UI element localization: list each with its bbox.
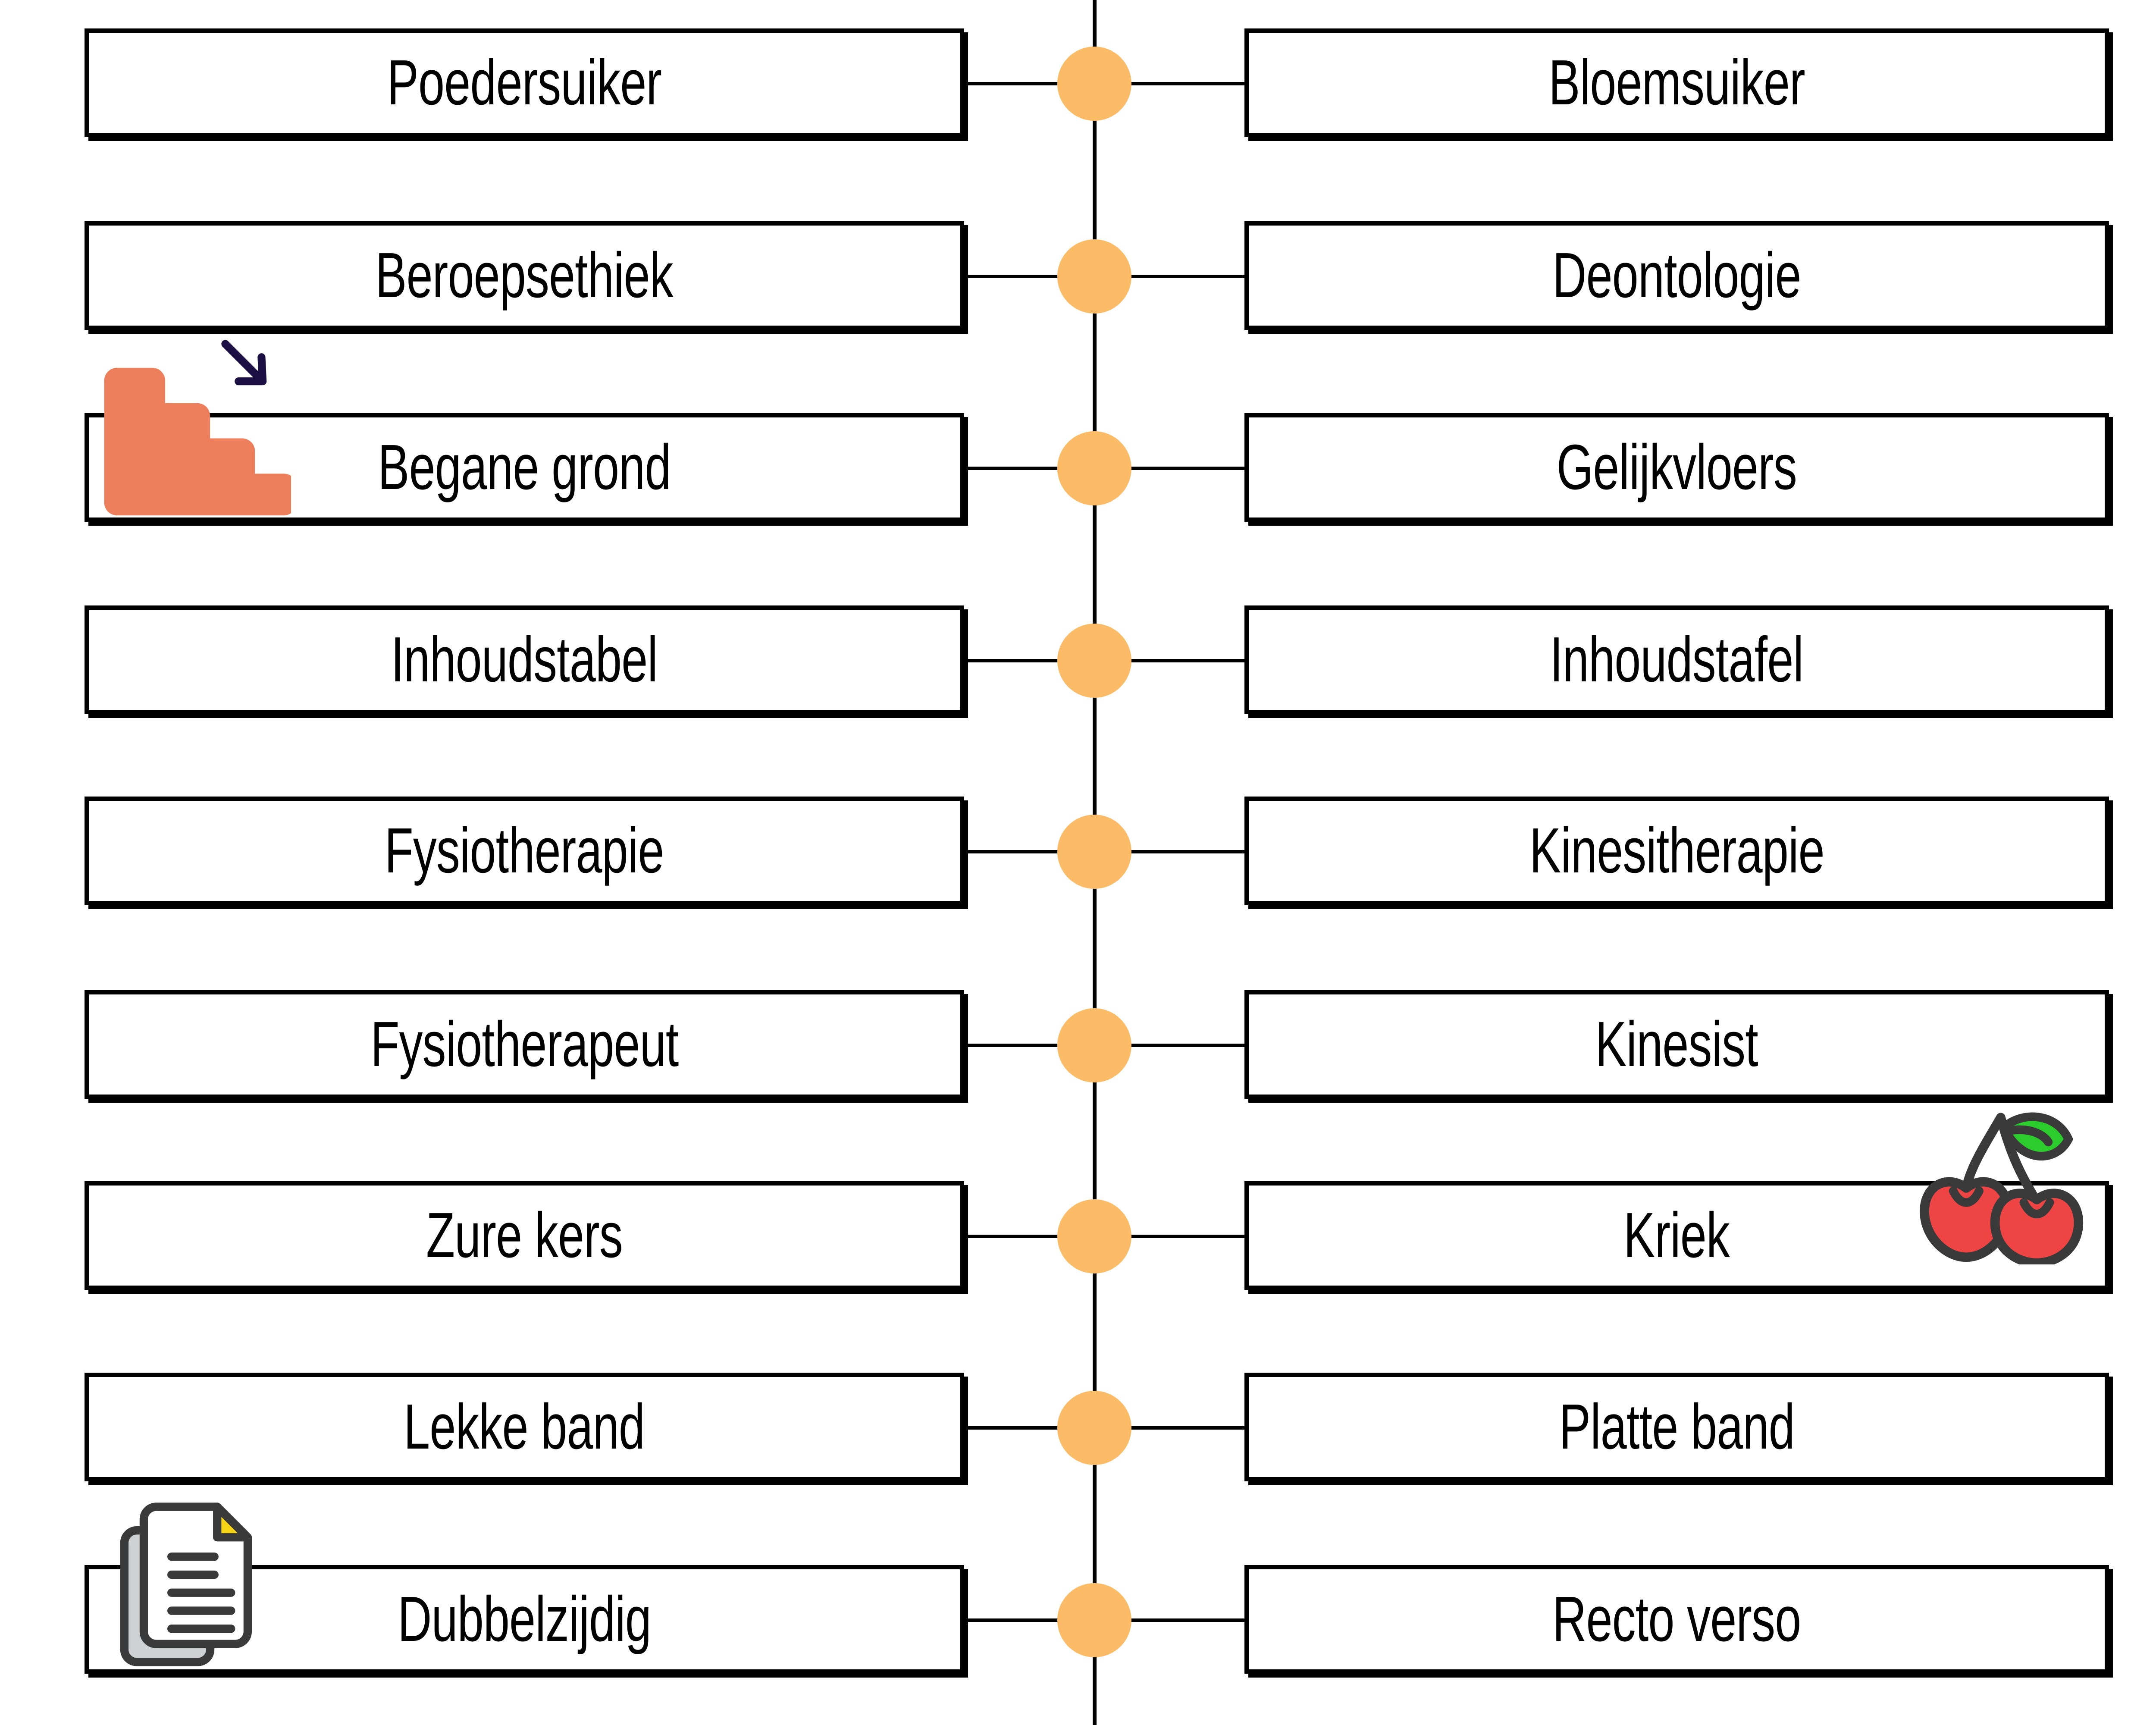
word-box-left[interactable]: Beroepsethiek: [85, 221, 964, 330]
connector-left: [966, 659, 1095, 662]
word-box-left[interactable]: Poedersuiker: [85, 28, 964, 137]
word-box-right[interactable]: Kriek: [1244, 1181, 2109, 1290]
word-pair-row: Fysiotherapeut Kinesist: [0, 990, 2156, 1102]
word-box-left[interactable]: Begane grond: [85, 413, 964, 522]
word-label-right: Kinesitherapie: [1529, 815, 1824, 886]
connector-node[interactable]: [1057, 47, 1131, 121]
word-pair-row: Zure kers Kriek: [0, 1181, 2156, 1293]
word-pair-row: Fysiotherapie Kinesitherapie: [0, 797, 2156, 909]
word-label-right: Deontologie: [1552, 240, 1801, 311]
connector-right: [1095, 1044, 1246, 1047]
word-label-right: Bloemsuiker: [1548, 47, 1805, 118]
word-box-right[interactable]: Kinesist: [1244, 990, 2109, 1099]
word-label-right: Recto verso: [1552, 1584, 1801, 1655]
connector-right: [1095, 1618, 1246, 1622]
connector-left: [966, 1235, 1095, 1238]
word-box-right[interactable]: Platte band: [1244, 1373, 2109, 1481]
connector-node[interactable]: [1057, 1008, 1131, 1082]
connector-left: [966, 275, 1095, 278]
word-box-left[interactable]: Fysiotherapeut: [85, 990, 964, 1099]
connector-node[interactable]: [1057, 1199, 1131, 1273]
connector-node[interactable]: [1057, 1391, 1131, 1465]
word-label-left: Inhoudstabel: [391, 624, 658, 695]
word-label-left: Poedersuiker: [387, 47, 662, 118]
word-box-right[interactable]: Recto verso: [1244, 1565, 2109, 1674]
word-label-right: Platte band: [1559, 1391, 1795, 1462]
connector-left: [966, 1618, 1095, 1622]
word-label-left: Dubbelzijdig: [398, 1584, 652, 1655]
word-label-left: Begane grond: [378, 432, 671, 503]
connector-right: [1095, 1426, 1246, 1430]
word-box-left[interactable]: Zure kers: [85, 1181, 964, 1290]
connector-node[interactable]: [1057, 1583, 1131, 1657]
connector-node[interactable]: [1057, 624, 1131, 698]
word-box-right[interactable]: Deontologie: [1244, 221, 2109, 330]
word-box-right[interactable]: Inhoudstafel: [1244, 605, 2109, 714]
word-box-left[interactable]: Inhoudstabel: [85, 605, 964, 714]
word-label-right: Kriek: [1623, 1200, 1730, 1271]
word-box-left[interactable]: Lekke band: [85, 1373, 964, 1481]
word-label-left: Fysiotherapeut: [370, 1009, 679, 1080]
word-pair-row: Lekke band Platte band: [0, 1373, 2156, 1485]
word-label-right: Inhoudstafel: [1550, 624, 1804, 695]
connector-node[interactable]: [1057, 239, 1131, 314]
word-pair-row: Dubbelzijdig Recto verso: [0, 1565, 2156, 1677]
word-box-right[interactable]: Gelijkvloers: [1244, 413, 2109, 522]
word-pair-row: Begane grond Gelijkvloers: [0, 413, 2156, 525]
connector-left: [966, 467, 1095, 470]
connector-left: [966, 850, 1095, 853]
word-label-right: Gelijkvloers: [1556, 432, 1797, 503]
connector-right: [1095, 275, 1246, 278]
connector-node[interactable]: [1057, 431, 1131, 505]
word-label-left: Lekke band: [404, 1391, 646, 1462]
connector-left: [966, 1426, 1095, 1430]
connector-right: [1095, 1235, 1246, 1238]
connector-node[interactable]: [1057, 815, 1131, 889]
connector-left: [966, 1044, 1095, 1047]
connector-right: [1095, 467, 1246, 470]
word-label-left: Fysiotherapie: [385, 815, 664, 886]
connector-right: [1095, 659, 1246, 662]
connector-left: [966, 82, 1095, 85]
arrow-down-right-icon: [216, 334, 276, 395]
connector-right: [1095, 82, 1246, 85]
word-label-left: Beroepsethiek: [375, 240, 674, 311]
word-label-left: Zure kers: [426, 1200, 623, 1271]
word-label-right: Kinesist: [1595, 1009, 1758, 1080]
word-box-right[interactable]: Bloemsuiker: [1244, 28, 2109, 137]
word-box-left[interactable]: Dubbelzijdig: [85, 1565, 964, 1674]
connector-right: [1095, 850, 1246, 853]
word-pair-row: Poedersuiker Bloemsuiker: [0, 28, 2156, 141]
word-pair-row: Beroepsethiek Deontologie: [0, 221, 2156, 333]
word-box-right[interactable]: Kinesitherapie: [1244, 797, 2109, 905]
word-box-left[interactable]: Fysiotherapie: [85, 797, 964, 905]
word-pair-row: Inhoudstabel Inhoudstafel: [0, 605, 2156, 718]
